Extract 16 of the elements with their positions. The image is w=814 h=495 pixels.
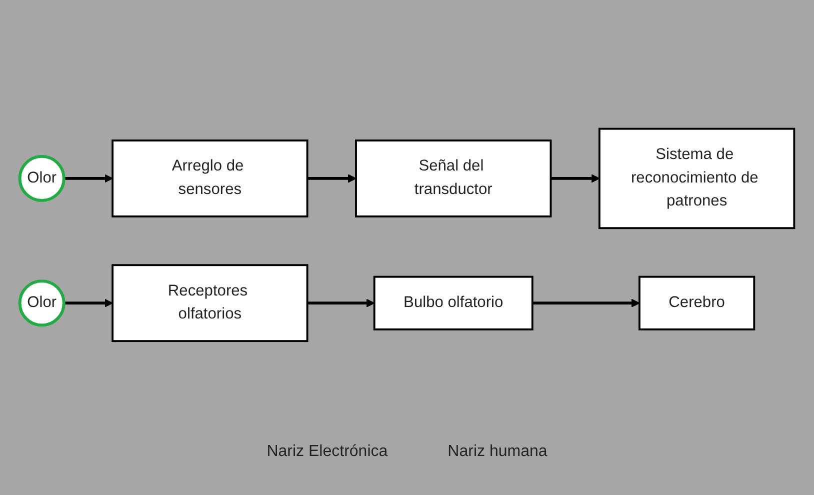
caption-text: Nariz humana — [448, 442, 548, 460]
node-circle: Olor — [18, 279, 66, 326]
node-box: Cerebro — [638, 275, 756, 330]
node-box: Arreglo de sensores — [112, 139, 308, 217]
node-box: Señal del transductor — [355, 139, 552, 217]
arrow — [550, 174, 600, 182]
arrow — [532, 298, 640, 307]
node-box: Receptores olfatorios — [112, 264, 308, 342]
caption-text: Nariz Electrónica — [266, 442, 388, 460]
arrow — [64, 298, 113, 307]
arrow — [64, 174, 113, 182]
node-box: Bulbo olfatorio — [373, 275, 534, 330]
node-box: Sistema de reconocimiento de patrones — [598, 127, 796, 229]
node-circle: Olor — [18, 154, 66, 202]
arrow — [307, 298, 375, 307]
arrow — [307, 174, 356, 182]
